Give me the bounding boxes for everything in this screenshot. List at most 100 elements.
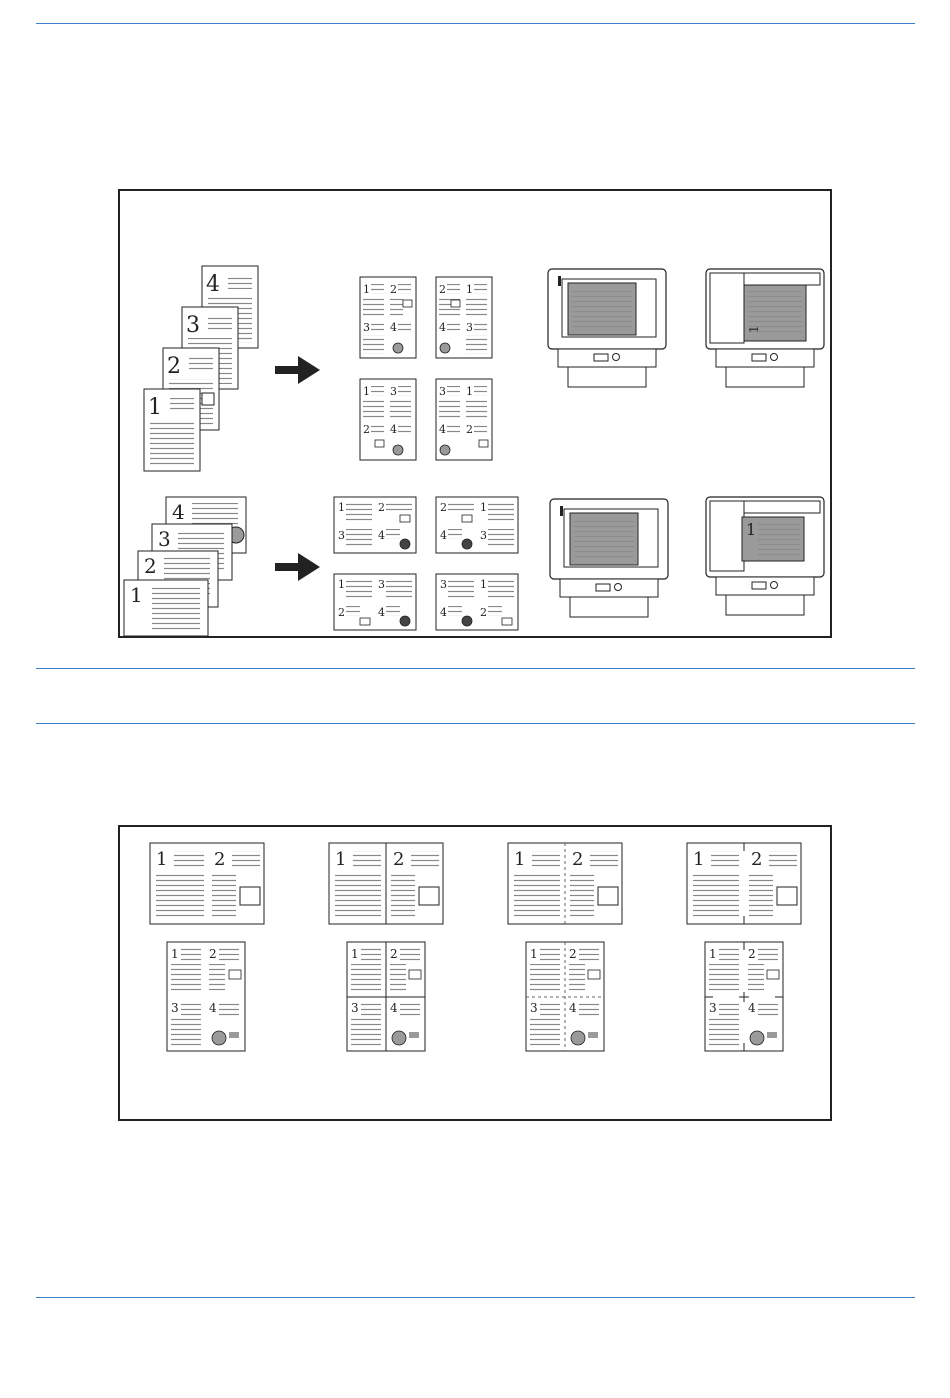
svg-text:1: 1 (530, 947, 538, 961)
svg-text:1: 1 (480, 501, 487, 514)
svg-text:1: 1 (335, 849, 346, 870)
two-up-position-mark: 1 2 (687, 843, 801, 924)
four-up-position-mark: 1 2 3 4 (705, 942, 783, 1051)
svg-text:4: 4 (209, 1001, 217, 1015)
svg-text:4: 4 (439, 321, 446, 334)
four-up-no-border: 1 2 3 4 (167, 942, 245, 1051)
combine-figure: 4 3 2 1 (118, 189, 832, 638)
svg-text:2: 2 (338, 606, 345, 619)
svg-text:1: 1 (363, 283, 370, 296)
svg-text:2: 2 (439, 283, 446, 296)
right-arrow-icon (275, 553, 320, 581)
svg-text:3: 3 (338, 529, 345, 542)
svg-text:2: 2 (209, 947, 217, 961)
svg-text:2: 2 (363, 423, 370, 436)
svg-text:3: 3 (378, 578, 385, 591)
svg-text:1: 1 (338, 501, 345, 514)
svg-text:1: 1 (171, 947, 179, 961)
svg-text:3: 3 (439, 385, 446, 398)
svg-text:3: 3 (440, 578, 447, 591)
svg-text:2: 2 (378, 501, 385, 514)
original-page-1: 1 (144, 389, 200, 471)
two-up-no-border: 1 2 (150, 843, 264, 924)
svg-text:1: 1 (746, 520, 756, 539)
combine-illustration: 4 3 2 1 (120, 191, 834, 640)
svg-text:4: 4 (390, 423, 397, 436)
svg-text:4: 4 (172, 500, 185, 524)
result-layout-2143: 2 1 4 3 (436, 277, 492, 358)
svg-text:2: 2 (393, 849, 404, 870)
svg-text:1: 1 (351, 947, 359, 961)
svg-text:4: 4 (440, 529, 447, 542)
two-up-dotted-border: 1 2 (508, 843, 622, 924)
svg-text:1: 1 (693, 849, 704, 870)
border-illustration: 1 2 1 2 (120, 827, 834, 1123)
svg-text:1: 1 (480, 578, 487, 591)
bottom-rule (36, 1297, 915, 1298)
svg-text:3: 3 (709, 1001, 717, 1015)
landscape-layout-1234: 1 2 3 4 (334, 497, 416, 553)
result-layout-1234: 1 2 3 4 (360, 277, 416, 358)
svg-text:3: 3 (186, 313, 200, 338)
svg-text:1: 1 (747, 325, 761, 333)
svg-text:2: 2 (390, 283, 397, 296)
svg-text:4: 4 (390, 1001, 398, 1015)
four-up-dotted-border: 1 2 3 4 (526, 942, 604, 1051)
svg-text:2: 2 (480, 606, 487, 619)
svg-text:1: 1 (130, 583, 143, 607)
svg-text:1: 1 (514, 849, 525, 870)
original-landscape-page-1: 1 (124, 580, 208, 636)
result-layout-3142: 3 1 4 2 (436, 379, 492, 460)
svg-text:2: 2 (569, 947, 577, 961)
result-portrait-layouts: 1 2 3 4 2 1 4 3 (360, 277, 492, 460)
svg-text:3: 3 (480, 529, 487, 542)
svg-text:2: 2 (144, 554, 157, 578)
landscape-layout-3142: 3 1 4 2 (436, 574, 518, 630)
svg-text:1: 1 (363, 385, 370, 398)
svg-text:1: 1 (148, 395, 162, 420)
svg-text:2: 2 (440, 501, 447, 514)
border-line-figure: 1 2 1 2 (118, 825, 832, 1121)
svg-text:4: 4 (378, 529, 385, 542)
four-up-solid-border: 1 2 3 4 (347, 942, 425, 1051)
copier-platen-icon (548, 269, 666, 387)
svg-text:4: 4 (569, 1001, 577, 1015)
right-arrow-icon (275, 356, 320, 384)
svg-text:1: 1 (156, 849, 167, 870)
svg-text:2: 2 (466, 423, 473, 436)
svg-text:2: 2 (390, 947, 398, 961)
svg-text:3: 3 (158, 527, 171, 551)
two-up-solid-border: 1 2 (329, 843, 443, 924)
svg-text:2: 2 (167, 354, 181, 379)
two-up-variants: 1 2 1 2 (150, 843, 801, 924)
landscape-layout-1324: 1 3 2 4 (334, 574, 416, 630)
svg-text:2: 2 (214, 849, 225, 870)
svg-text:4: 4 (440, 606, 447, 619)
landscape-layout-2143: 2 1 4 3 (436, 497, 518, 553)
svg-text:3: 3 (466, 321, 473, 334)
landscape-original-stack: 4 3 2 1 (124, 497, 246, 636)
svg-text:3: 3 (363, 321, 370, 334)
svg-text:2: 2 (748, 947, 756, 961)
result-landscape-layouts: 1 2 3 4 2 1 4 3 (334, 497, 518, 630)
svg-text:3: 3 (390, 385, 397, 398)
copier-platen-icon (550, 499, 668, 617)
svg-text:4: 4 (390, 321, 397, 334)
section-rule-1 (36, 668, 915, 669)
svg-text:1: 1 (709, 947, 717, 961)
svg-text:4: 4 (378, 606, 385, 619)
svg-text:1: 1 (338, 578, 345, 591)
portrait-original-stack: 4 3 2 1 (144, 266, 258, 471)
svg-text:1: 1 (466, 385, 473, 398)
svg-text:2: 2 (751, 849, 762, 870)
svg-text:3: 3 (530, 1001, 538, 1015)
svg-text:3: 3 (171, 1001, 179, 1015)
top-rule (36, 23, 915, 24)
svg-text:4: 4 (206, 272, 220, 297)
svg-text:4: 4 (748, 1001, 756, 1015)
document-processor-icon: 1 (706, 269, 824, 387)
document-processor-icon: 1 (706, 497, 824, 615)
svg-text:3: 3 (351, 1001, 359, 1015)
result-layout-1324: 1 3 2 4 (360, 379, 416, 460)
svg-text:1: 1 (466, 283, 473, 296)
